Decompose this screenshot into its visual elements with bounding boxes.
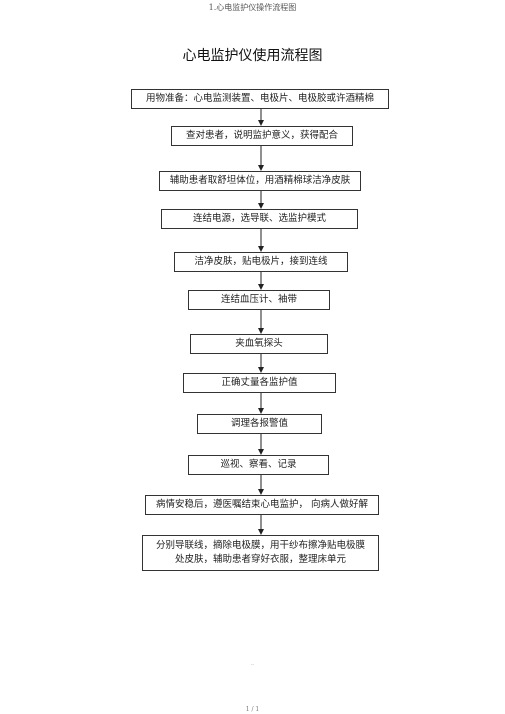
flow-step-12-line-1: 分别导联线，摘除电极膜，用干纱布擦净贴电极膜 [155,540,365,551]
flow-step-7-spo2-probe: 夹血氧探头 [190,334,328,354]
flow-step-10-monitor-record: 巡视、察看、记录 [188,455,329,475]
flow-step-6-bp-cuff: 连结血压计、袖带 [188,290,330,310]
document-header: 1.心电监护仪操作流程图 [208,3,297,12]
flow-step-11-end-monitoring: 病情安稳后，遵医嘱结束心电监护， 向病人做好解 [145,495,379,515]
flowchart-title: 心电监护仪使用流程图 [182,48,323,64]
flow-step-5-attach-electrodes: 洁净皮肤，贴电极片，接到连线 [174,252,348,272]
flow-step-3-position-clean-skin: 辅助患者取舒坦体位，用酒精棉球洁净皮肤 [159,171,361,191]
flow-step-12-line-2: 处皮肤，辅助患者穿好衣服，整理床单元 [174,554,346,565]
footer-mark: -- [250,662,255,668]
page-number: 1 / 1 [245,706,260,713]
flow-step-2-verify-patient: 查对患者，说明监护意义，获得配合 [171,126,353,146]
flow-step-12-remove-tidy: 分别导联线，摘除电极膜，用干纱布擦净贴电极膜 处皮肤，辅助患者穿好衣服，整理床单… [142,535,379,571]
flow-step-4-connect-power: 连结电源，选导联、选监护模式 [161,209,358,229]
flow-step-9-set-alarms: 调理各报警值 [197,414,322,434]
flow-step-8-measure-values: 正确丈量各监护值 [183,373,336,393]
flow-step-1-supplies: 用物准备：心电监测装置、电极片、电极胶或许酒精棉 [131,89,389,109]
